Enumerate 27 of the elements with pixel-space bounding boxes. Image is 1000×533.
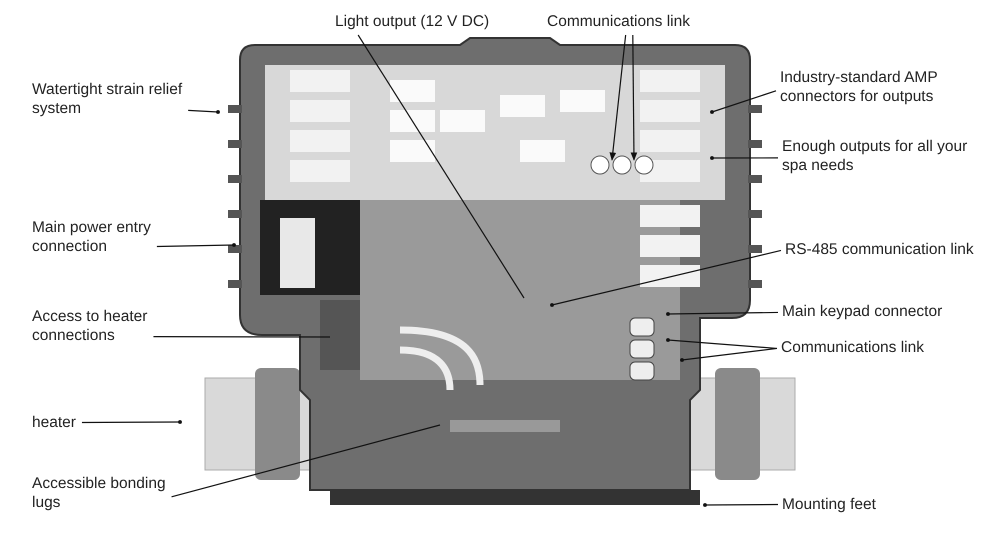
- callout-label: Main keypad connector: [782, 302, 992, 321]
- callout-label: Enough outputs for all your spa needs: [782, 137, 987, 175]
- callout-label: Industry-standard AMP connectors for outputs: [780, 68, 995, 106]
- callout-label: Access to heater connections: [32, 307, 202, 345]
- leader-line: [188, 110, 220, 114]
- leader-line: [609, 34, 626, 161]
- callout-label: Accessible bonding lugs: [32, 474, 172, 512]
- leader-line: [666, 312, 778, 316]
- callout-label: Light output (12 V DC): [335, 12, 490, 31]
- leader-line: [550, 250, 782, 307]
- leader-line: [703, 503, 778, 507]
- callout-label: Main power entry connection: [32, 218, 212, 256]
- leader-line: [153, 336, 330, 338]
- callout-label: Communications link: [547, 12, 690, 31]
- callout-label: heater: [32, 413, 182, 432]
- leader-line: [82, 420, 182, 424]
- leader-line: [156, 243, 236, 248]
- callout-label: Communications link: [781, 338, 991, 357]
- callout-label: Watertight strain relief system: [32, 80, 232, 118]
- leader-line: [680, 348, 778, 362]
- callout-label: Mounting feet: [782, 495, 962, 514]
- leader-line: [630, 35, 638, 161]
- leader-line: [171, 424, 440, 498]
- leader-line: [710, 90, 776, 114]
- callout-label: RS-485 communication link: [785, 240, 975, 259]
- leader-line: [666, 338, 778, 350]
- leader-line: [710, 156, 778, 160]
